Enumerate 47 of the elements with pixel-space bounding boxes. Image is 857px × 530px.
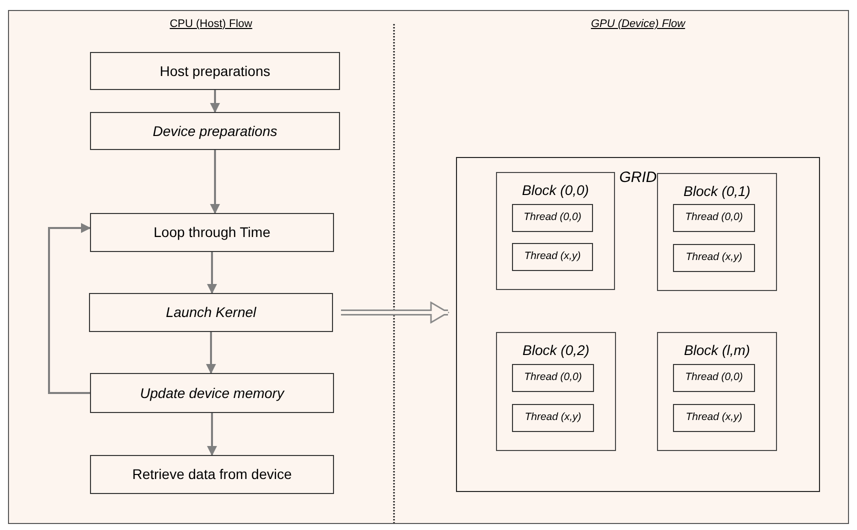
thread-label: Thread (x,y) [686,410,742,426]
column-heading: CPU (Host) Flow [168,17,254,32]
block-heading: Block (0,0) [521,181,590,200]
box-label: Retrieve data from device [132,465,292,484]
block-heading: Block (l,m) [682,341,752,360]
thread-box [673,244,755,272]
block-box [496,172,615,290]
thread-box [673,364,755,392]
process-box [90,213,334,252]
process-box [89,293,333,332]
block-box [657,332,777,451]
arrow [210,150,220,214]
block-box [657,173,777,291]
arrow [206,332,216,374]
arrow [48,223,91,394]
thread-box [512,204,593,232]
block-box [496,332,616,451]
thread-label: Thread (0,0) [524,210,582,226]
thread-label: Thread (0,0) [685,370,743,386]
arrow [207,413,217,456]
thread-label: Thread (x,y) [524,249,581,264]
thread-label: Thread (x,y) [524,410,582,426]
process-box [90,455,334,494]
thread-label: Thread (0,0) [685,210,743,226]
box-label: Launch Kernel [166,303,256,322]
thread-box [512,243,593,271]
block-heading: Block (0,1) [682,182,752,201]
column-heading: GPU (Device) Flow [590,17,686,32]
box-label: Update device memory [140,384,284,403]
thread-label: Thread (0,0) [524,370,582,386]
thread-label: Thread (x,y) [686,250,742,266]
thread-box [673,404,755,432]
thread-box [673,204,755,232]
grid-heading: GRID [618,168,658,188]
process-box [90,112,340,150]
double-arrow [341,302,449,324]
thread-box [512,404,594,432]
box-label: Device preparations [152,122,278,141]
arrow [210,90,220,113]
box-label: Host preparations [160,62,270,81]
arrow [207,252,217,294]
process-box [90,373,334,413]
block-heading: Block (0,2) [522,341,590,360]
grid-box [456,157,820,492]
thread-box [512,364,594,392]
box-label: Loop through Time [154,223,270,242]
process-box [90,52,340,90]
